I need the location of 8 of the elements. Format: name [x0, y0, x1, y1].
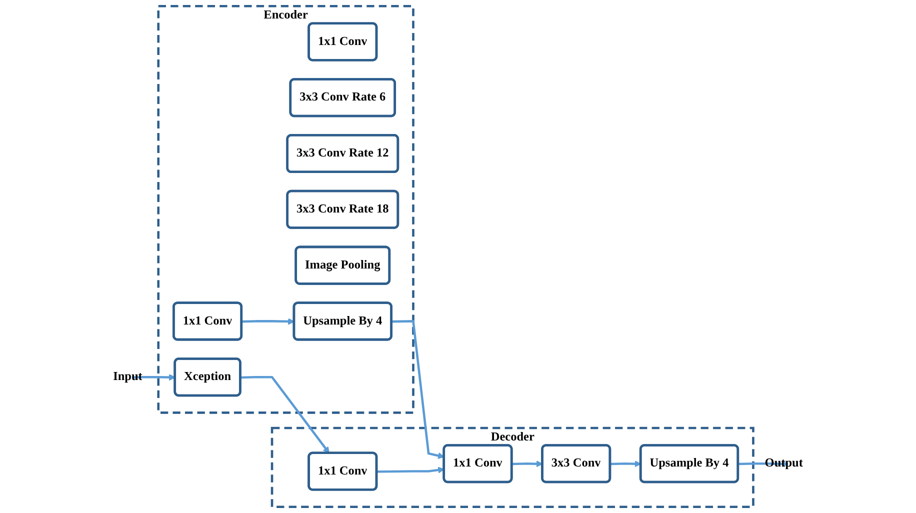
arrow [240, 376, 330, 454]
arrow [392, 320, 445, 459]
arrow [610, 460, 642, 468]
arrow [132, 374, 176, 381]
node-text: Input [113, 370, 142, 384]
arrow [242, 318, 295, 325]
arrow [512, 460, 543, 468]
arrow [376, 466, 445, 474]
